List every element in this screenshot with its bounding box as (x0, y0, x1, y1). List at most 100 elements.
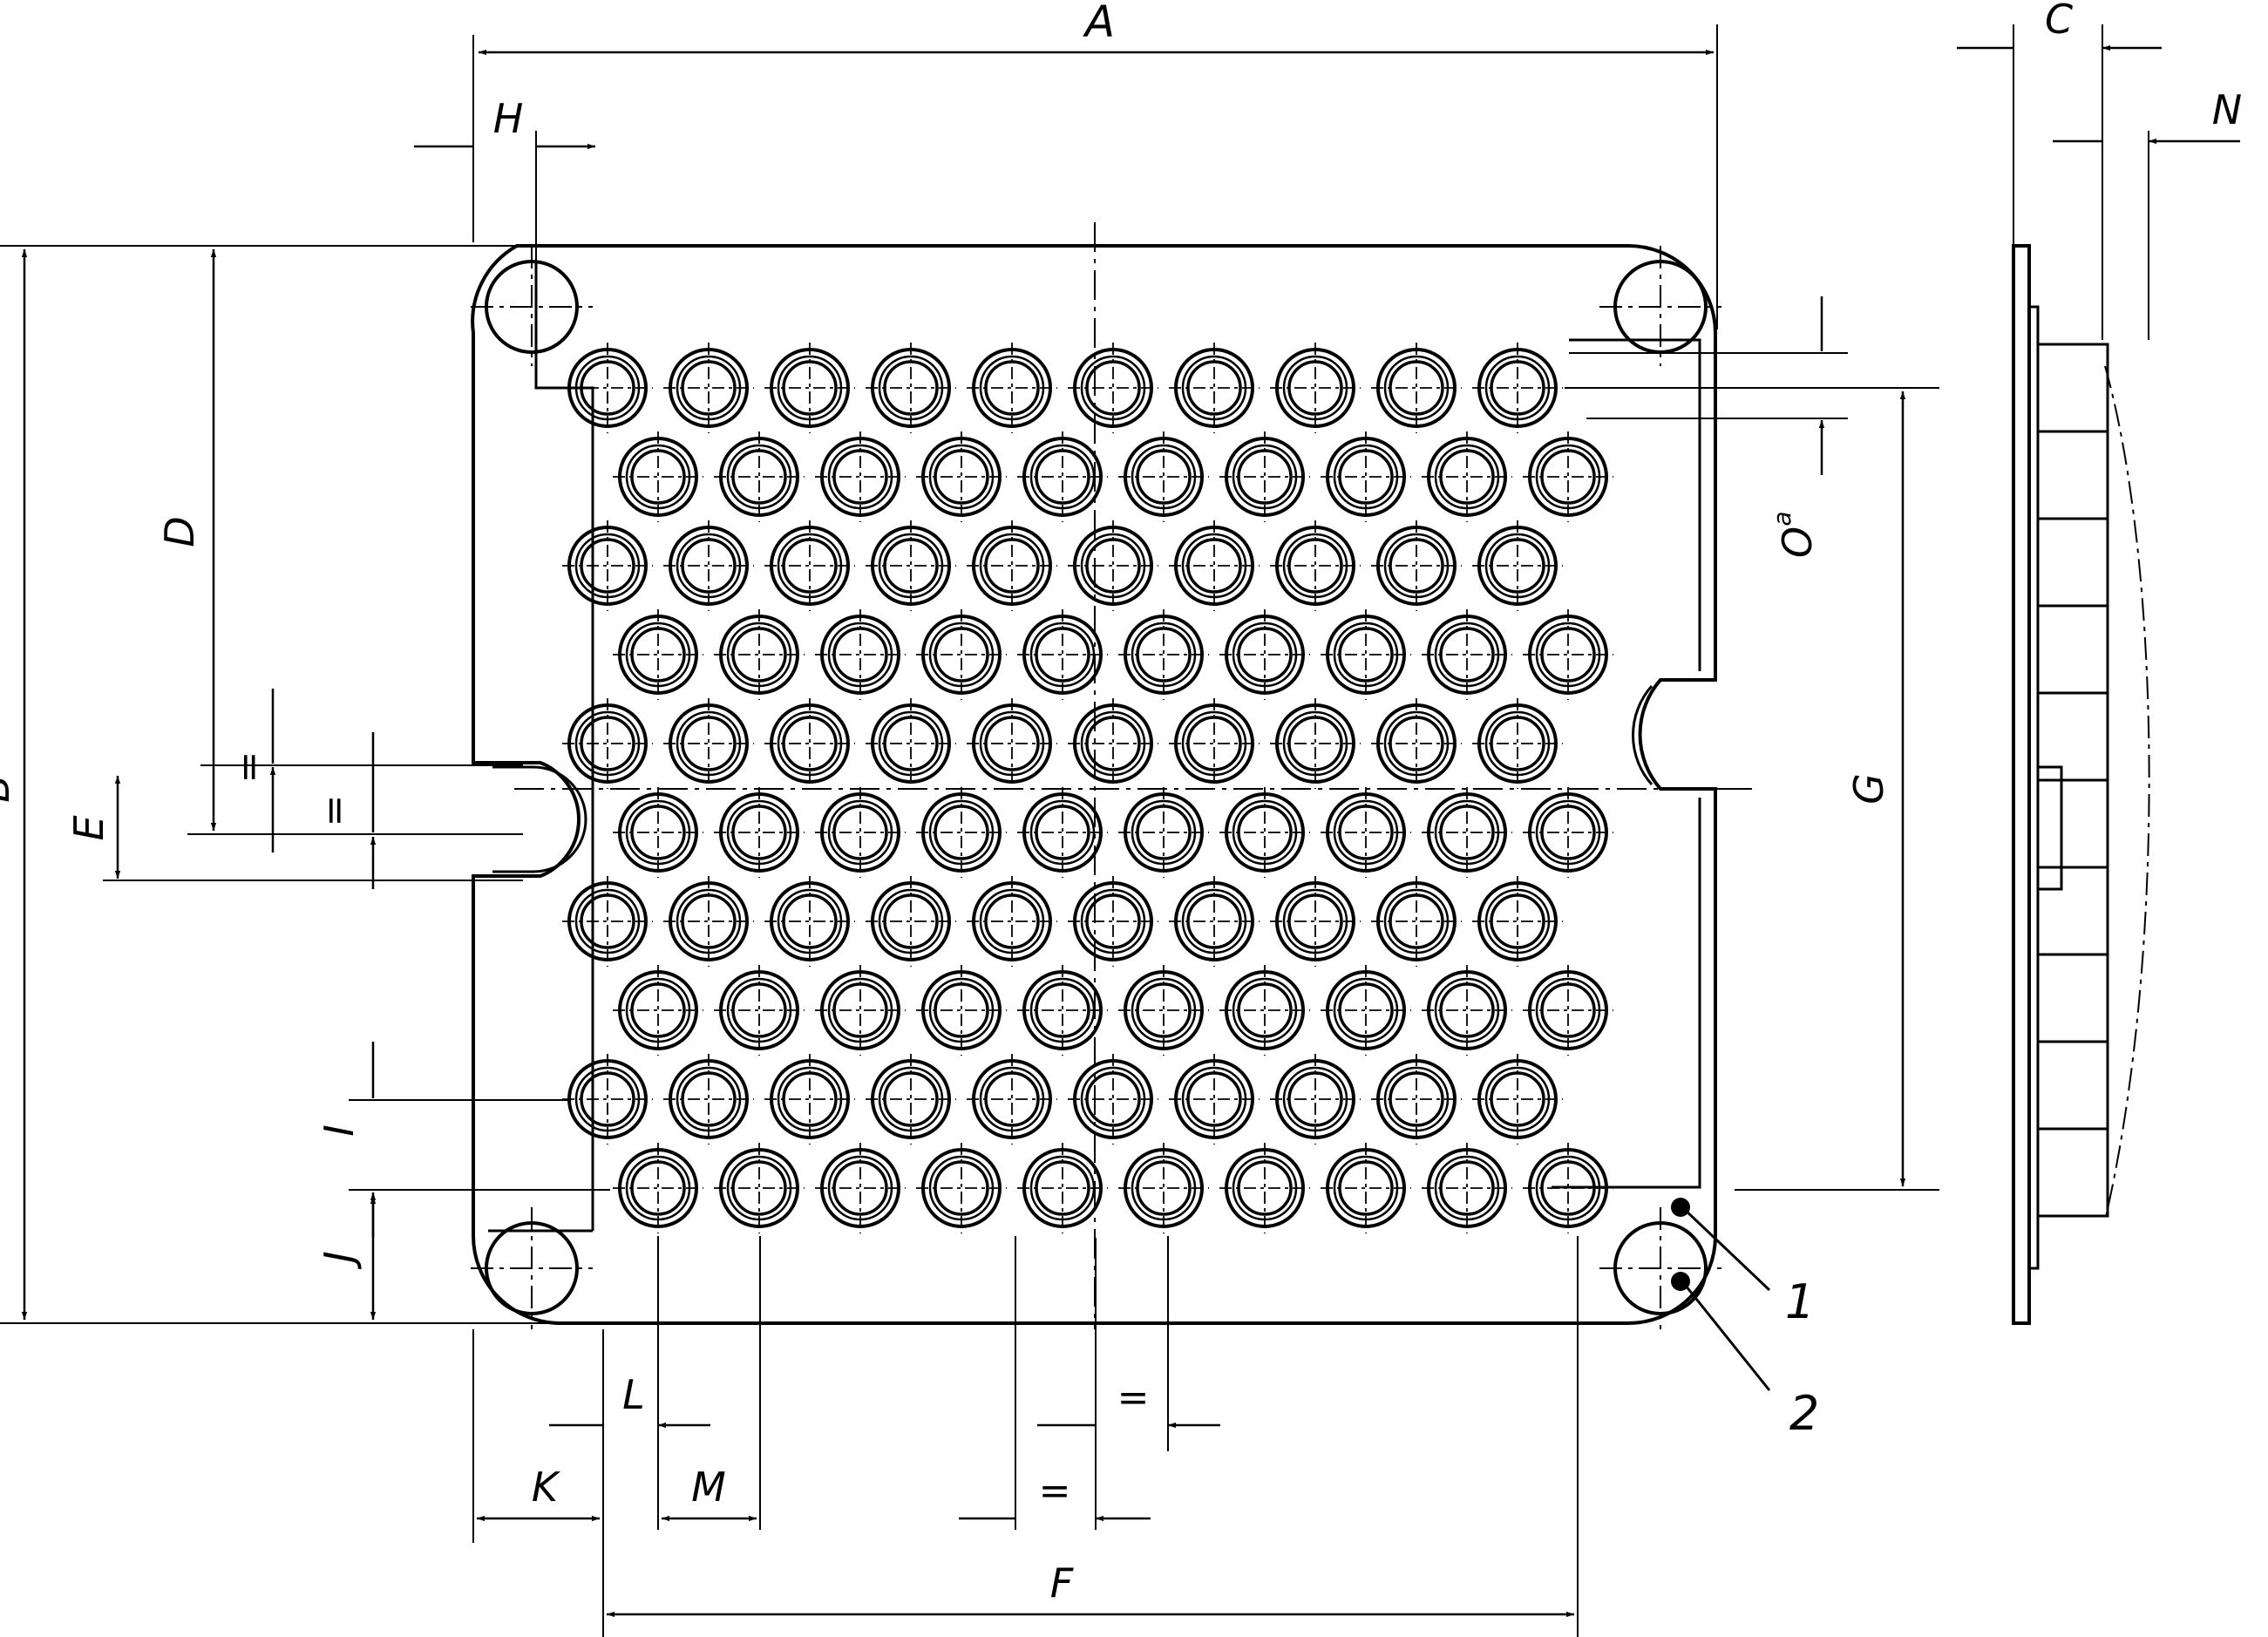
side-view-boss (2036, 1127, 2109, 1218)
grid-hole (1472, 343, 1563, 433)
side-view (2012, 244, 2150, 1325)
grid-hole (1219, 431, 1310, 522)
grid-hole (815, 1143, 906, 1233)
grid-hole (1068, 343, 1158, 433)
grid-hole (764, 343, 855, 433)
label-k: K (532, 1464, 561, 1511)
grid-hole (562, 520, 653, 611)
grid-hole (1118, 1143, 1209, 1233)
grid-hole (967, 876, 1057, 967)
grid-hole (613, 609, 703, 700)
grid-hole (967, 343, 1057, 433)
grid-hole (1321, 431, 1411, 522)
grid-hole (815, 609, 906, 700)
grid-hole (1270, 520, 1361, 611)
grid-hole (1472, 520, 1563, 611)
grid-hole (815, 965, 906, 1056)
callout-dot-2 (1671, 1272, 1690, 1291)
label-l: L (622, 1371, 645, 1418)
svg-text:O: O (1774, 526, 1821, 558)
grid-hole (663, 1054, 754, 1145)
grid-hole (613, 431, 703, 522)
grid-hole (714, 609, 805, 700)
grid-hole (1422, 965, 1512, 1056)
side-view-boss (2036, 430, 2109, 520)
grid-hole (764, 876, 855, 967)
label-f: F (1050, 1559, 1074, 1606)
grid-hole (1068, 1054, 1158, 1145)
grid-hole (1472, 876, 1563, 967)
grid-hole (613, 787, 703, 878)
grid-hole (1270, 343, 1361, 433)
grid-hole (562, 343, 653, 433)
grid-hole (714, 1143, 805, 1233)
grid-hole (1118, 787, 1209, 878)
grid-hole (866, 876, 956, 967)
grid-hole (562, 1054, 653, 1145)
label-d: D (156, 516, 203, 547)
side-view-boss (2036, 778, 2109, 869)
grid-hole (1472, 698, 1563, 789)
grid-hole (866, 343, 956, 433)
grid-hole (1523, 965, 1613, 1056)
grid-hole (916, 431, 1007, 522)
grid-hole (1270, 698, 1361, 789)
grid-hole (866, 698, 956, 789)
label-b: B (0, 775, 18, 803)
grid-hole (967, 698, 1057, 789)
dimension-lines (21, 48, 2240, 1618)
label-eq-bottom-1: = (1117, 1375, 1150, 1420)
grid-hole (764, 520, 855, 611)
grid-hole (1371, 1054, 1462, 1145)
grid-hole (1118, 609, 1209, 700)
grid-hole (1068, 876, 1158, 967)
grid-hole (1219, 787, 1310, 878)
grid-hole (562, 698, 653, 789)
side-view-boss (2036, 517, 2109, 608)
extension-lines (0, 24, 2149, 1637)
grid-hole (714, 431, 805, 522)
grid-hole (1017, 1143, 1108, 1233)
grid-hole (714, 787, 805, 878)
grid-hole (815, 431, 906, 522)
grid-hole (663, 343, 754, 433)
grid-hole (663, 876, 754, 967)
label-eq-bottom-2: = (1039, 1469, 1071, 1513)
label-c: C (2045, 0, 2073, 43)
grid-hole (1523, 1143, 1613, 1233)
grid-hole (1371, 876, 1462, 967)
grid-hole (1169, 520, 1260, 611)
grid-hole (1068, 520, 1158, 611)
side-view-boss (2036, 953, 2109, 1043)
grid-hole (1422, 609, 1512, 700)
grid-hole (1321, 609, 1411, 700)
label-h: H (493, 95, 524, 142)
grid-hole (1169, 876, 1260, 967)
side-view-bosses (2036, 343, 2109, 1218)
grid-hole (1017, 431, 1108, 522)
label-n: N (2212, 86, 2242, 133)
grid-hole (866, 1054, 956, 1145)
label-i: I (316, 1124, 363, 1137)
label-o: O a (1768, 511, 1821, 558)
grid-hole (1422, 431, 1512, 522)
grid-hole (714, 965, 805, 1056)
hole-grid (562, 343, 1613, 1233)
label-j: J (316, 1251, 363, 1270)
label-e: E (65, 815, 112, 840)
callout-leaders (1681, 1206, 1771, 1391)
grid-hole (916, 965, 1007, 1056)
grid-hole (1523, 787, 1613, 878)
grid-hole (1219, 1143, 1310, 1233)
grid-hole (1472, 1054, 1563, 1145)
grid-hole (1371, 343, 1462, 433)
grid-hole (916, 609, 1007, 700)
grid-hole (613, 965, 703, 1056)
grid-hole (1422, 1143, 1512, 1233)
grid-hole (1523, 431, 1613, 522)
side-view-boss (2036, 866, 2109, 956)
plate-centerlines (514, 222, 1752, 1329)
label-g: G (1845, 773, 1892, 805)
grid-hole (1371, 520, 1462, 611)
